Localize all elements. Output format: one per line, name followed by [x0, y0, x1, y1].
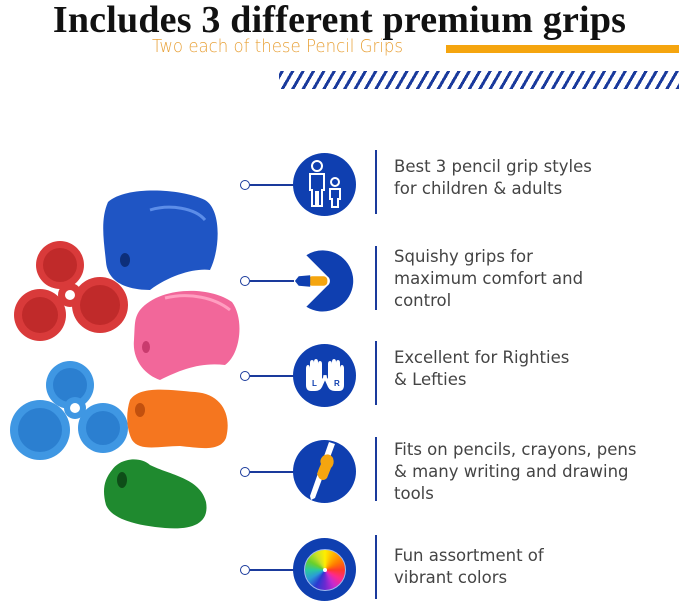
squishy-grip-icon [293, 249, 356, 312]
subtitle: Two each of these Pencil Grips [152, 36, 404, 57]
feature-text: Fun assortment of vibrant colors [394, 546, 544, 587]
connector-dot [240, 565, 250, 575]
parent-child-icon [293, 153, 356, 216]
feature-text: Squishy grips for maximum comfort and co… [394, 247, 584, 310]
blue-grip [103, 190, 218, 290]
divider [375, 437, 377, 501]
feature-item: Fun assortment of vibrant colors [240, 535, 679, 605]
green-grip [104, 459, 207, 529]
feature-item: L R Excellent for Righties & Lefties [240, 341, 679, 411]
divider [375, 341, 377, 405]
orange-grip [127, 389, 228, 449]
feature-item: Squishy grips for maximum comfort and co… [240, 246, 679, 316]
divider [375, 150, 377, 214]
blue-striped-band [279, 71, 679, 89]
page-title: Includes 3 different premium grips [52, 0, 627, 41]
pencil-with-grip-icon [293, 440, 356, 503]
color-wheel-icon [293, 538, 356, 601]
orange-accent-bar [446, 45, 679, 53]
connector-dot [240, 276, 250, 286]
connector-dot [240, 467, 250, 477]
connector-line [250, 569, 294, 571]
feature-text: Excellent for Righties & Lefties [394, 348, 570, 389]
feature-item: Best 3 pencil grip styles for children &… [240, 150, 679, 220]
connector-dot [240, 371, 250, 381]
pencil-grips-photo [10, 190, 240, 529]
feature-item: Fits on pencils, crayons, pens & many wr… [240, 437, 679, 507]
connector-line [250, 280, 294, 282]
left-right-hands-icon: L R [293, 344, 356, 407]
connector-dot [240, 180, 250, 190]
feature-text: Fits on pencils, crayons, pens & many wr… [394, 440, 637, 503]
pink-grip [133, 290, 240, 380]
divider [375, 535, 377, 599]
svg-text:R: R [334, 379, 340, 388]
red-tri-grip [14, 241, 128, 341]
connector-line [250, 184, 294, 186]
feature-text: Best 3 pencil grip styles for children &… [394, 157, 592, 198]
blue-tri-grip [10, 361, 128, 460]
connector-line [250, 471, 294, 473]
connector-line [250, 375, 294, 377]
svg-text:L: L [312, 379, 317, 388]
divider [375, 246, 377, 310]
